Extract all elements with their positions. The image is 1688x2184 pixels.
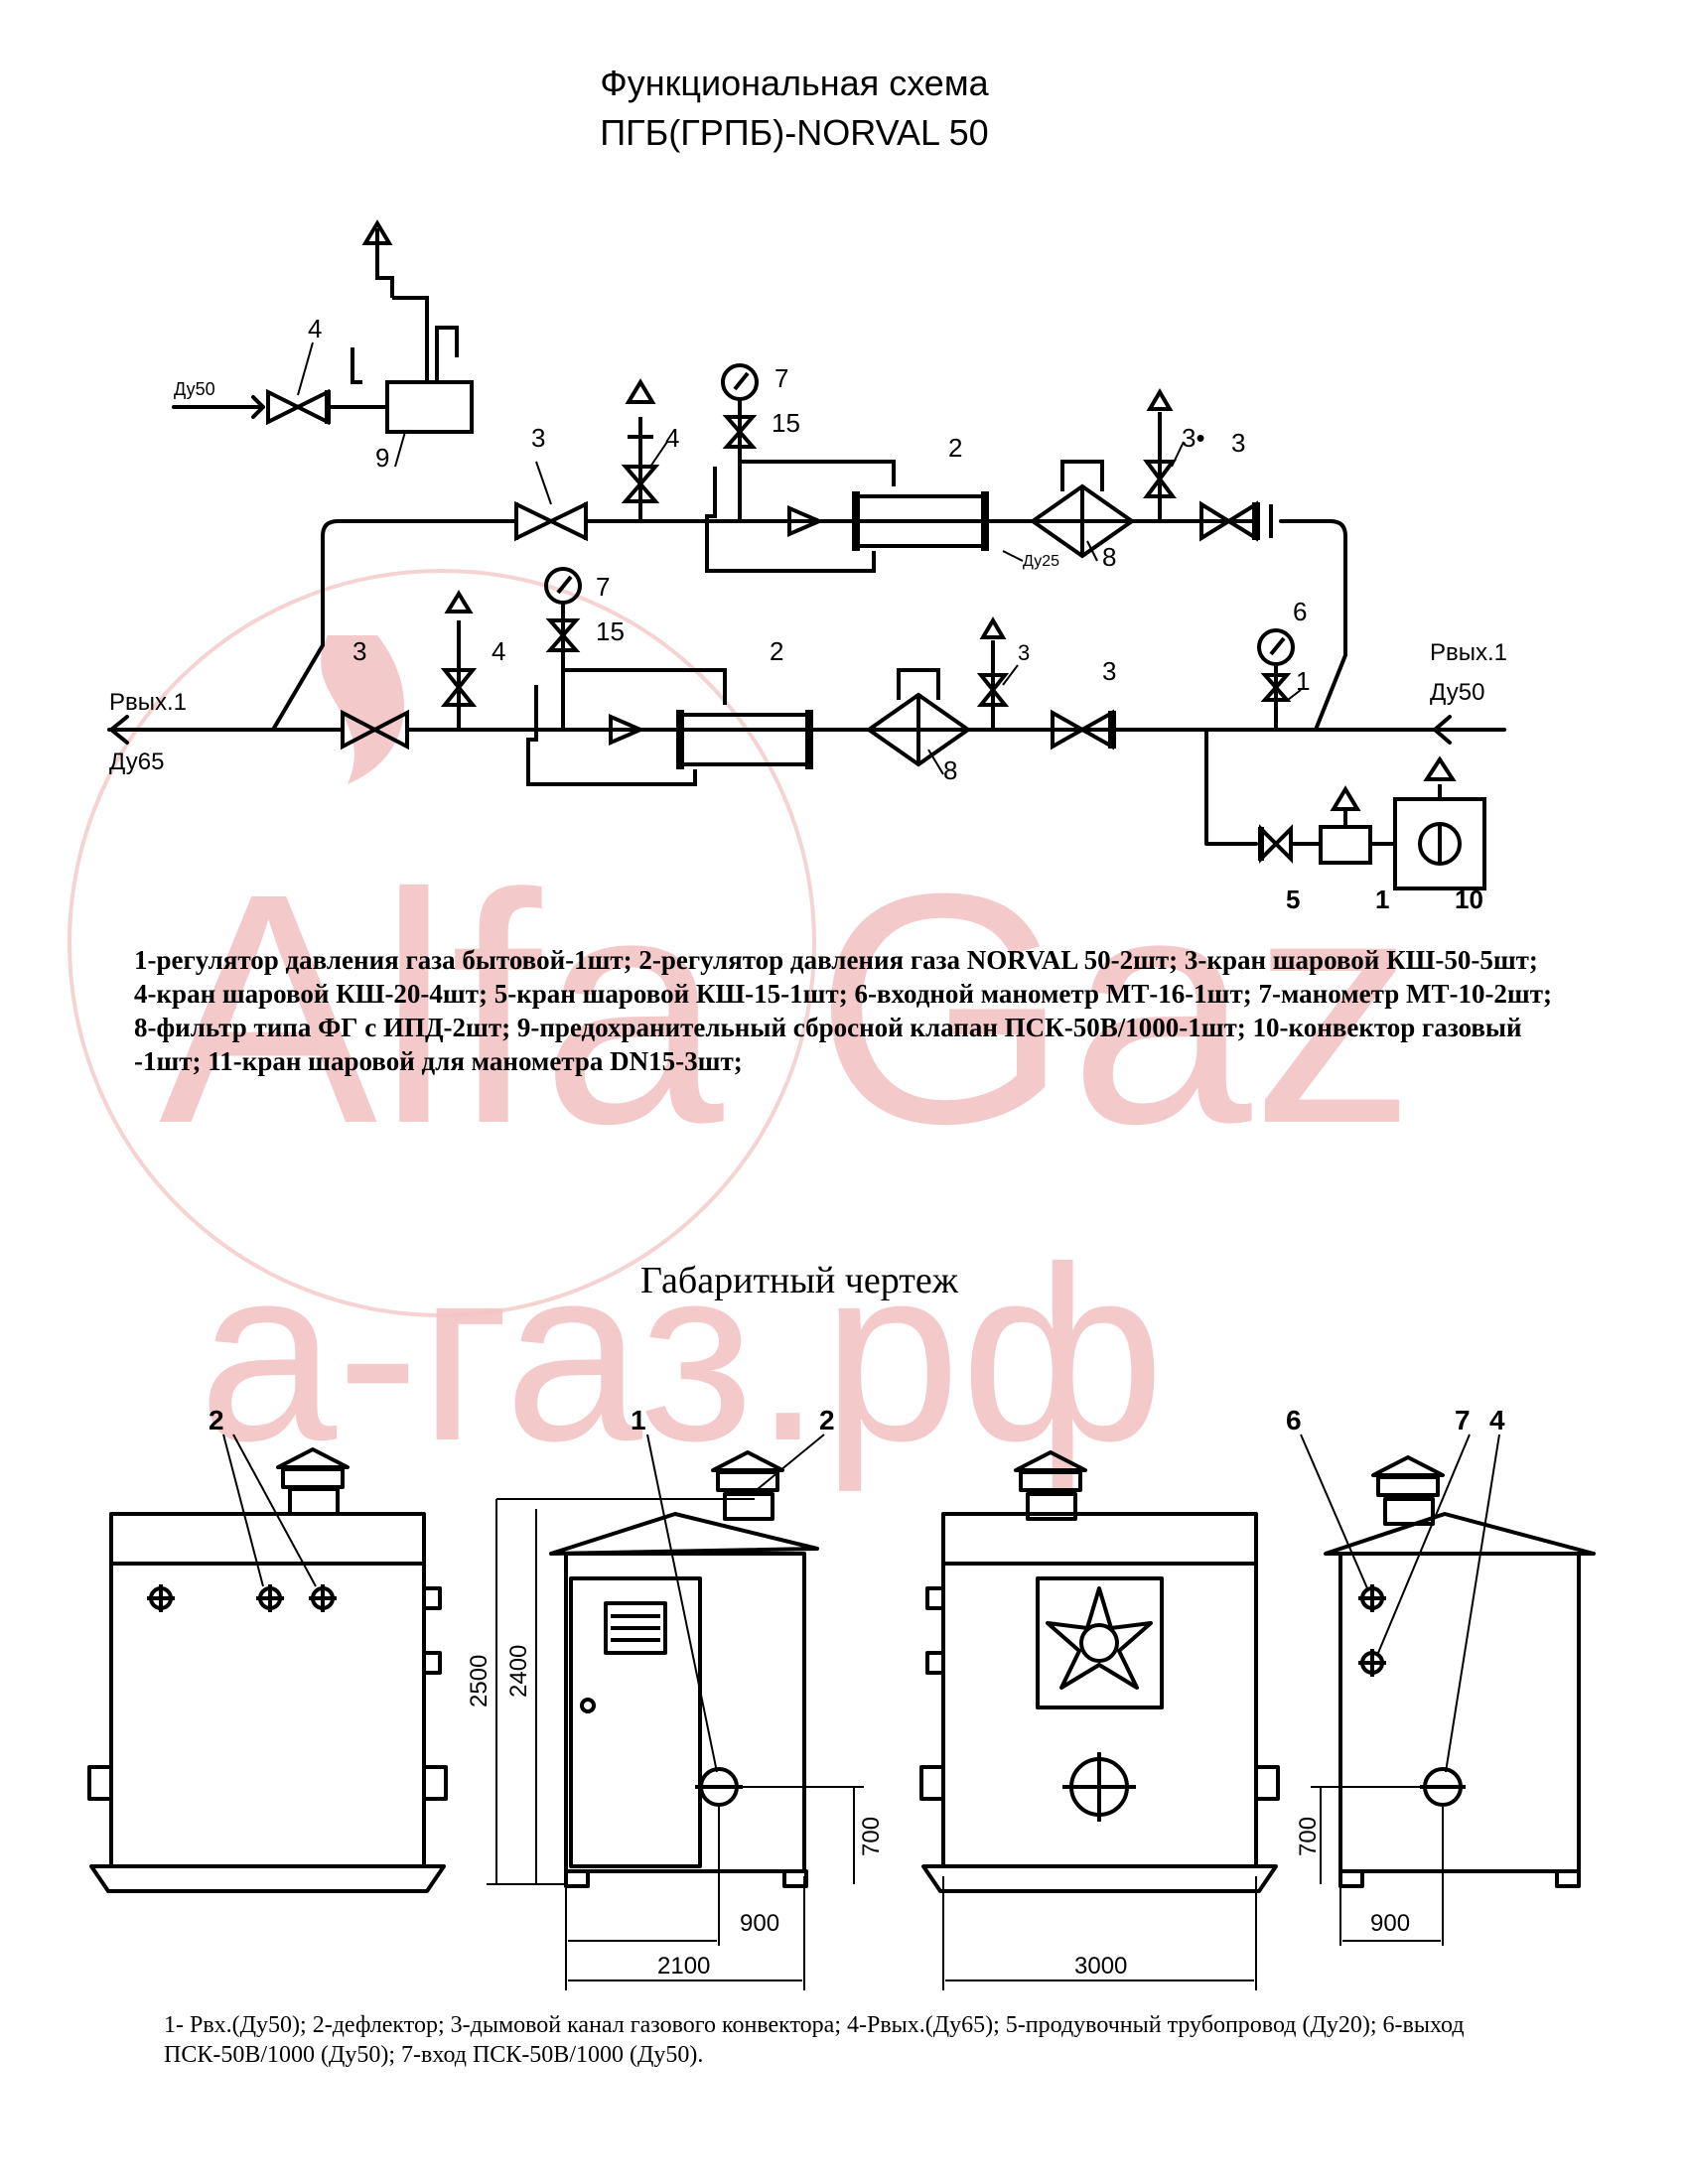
scheme-title-line2: ПГБ(ГРПБ)-NORVAL 50 bbox=[600, 112, 989, 153]
label-n1-bottom: 1 bbox=[1375, 885, 1389, 914]
watermark-site: а-газ.рф bbox=[199, 1215, 1165, 1492]
drawing-title: Габаритный чертеж bbox=[640, 1260, 958, 1301]
dim-900-a: 900 bbox=[740, 1910, 779, 1937]
callout-1: 1 bbox=[631, 1405, 646, 1435]
label-n3-d: 3 bbox=[1018, 640, 1030, 665]
label-n1-top: 1 bbox=[1296, 666, 1310, 696]
label-n10: 10 bbox=[1455, 885, 1483, 914]
callout-2-b: 2 bbox=[819, 1405, 835, 1435]
dim-700-b: 700 bbox=[1295, 1817, 1322, 1856]
dim-900-b: 900 bbox=[1370, 1910, 1410, 1937]
watermark-brand: Alfa Gaz bbox=[159, 825, 1416, 1191]
label-pin: Рвых.1 bbox=[1430, 639, 1507, 666]
label-du50-in: Ду50 bbox=[174, 379, 215, 399]
label-n2-b: 2 bbox=[770, 636, 783, 666]
label-n8-a: 8 bbox=[1102, 542, 1116, 572]
label-pout: Рвых.1 bbox=[109, 689, 187, 716]
label-pout-du: Ду65 bbox=[109, 749, 164, 775]
callout-7: 7 bbox=[1455, 1405, 1471, 1435]
label-n9: 9 bbox=[375, 443, 389, 473]
scheme-legend: 1-регулятор давления газа бытовой-1шт; 2… bbox=[134, 945, 1552, 1076]
label-pin-du: Ду50 bbox=[1430, 679, 1484, 706]
dim-3000: 3000 bbox=[1074, 1953, 1127, 1979]
label-n7-b: 7 bbox=[596, 572, 610, 602]
dimensional-drawing: 2 1 2 6 7 4 2500 2400 700 700 900 900 21… bbox=[87, 1405, 1596, 1990]
functional-scheme: Ду50 Ду25 Рвых.1 Ду65 Рвых.1 Ду50 4 9 3 … bbox=[107, 219, 1507, 914]
label-n5: 5 bbox=[1286, 885, 1300, 914]
label-n4-b: 4 bbox=[492, 636, 505, 666]
label-n2-a: 2 bbox=[948, 433, 962, 463]
label-du25: Ду25 bbox=[1023, 553, 1059, 570]
label-n8-b: 8 bbox=[943, 755, 957, 785]
label-n7-a: 7 bbox=[774, 363, 788, 393]
label-n3-b: 3 bbox=[1231, 428, 1245, 458]
dim-2500: 2500 bbox=[466, 1655, 492, 1707]
callout-4: 4 bbox=[1489, 1405, 1505, 1435]
drawing-legend: 1- Рвх.(Ду50); 2-дефлектор; 3-дымовой ка… bbox=[164, 2012, 1465, 2068]
label-n4-psk: 4 bbox=[308, 314, 322, 343]
dim-2400: 2400 bbox=[505, 1645, 532, 1698]
label-n6: 6 bbox=[1293, 597, 1307, 626]
dim-700-a: 700 bbox=[858, 1817, 885, 1856]
label-n3-c: 3 bbox=[352, 636, 366, 666]
dim-2100: 2100 bbox=[657, 1953, 710, 1979]
label-n3dot: 3• bbox=[1182, 423, 1205, 453]
label-n3-e: 3 bbox=[1102, 656, 1116, 686]
label-n4-a: 4 bbox=[665, 423, 679, 453]
label-n3-a: 3 bbox=[531, 423, 545, 453]
label-n15-a: 15 bbox=[772, 408, 800, 438]
callout-2-a: 2 bbox=[209, 1405, 224, 1435]
scheme-title-line1: Функциональная схема bbox=[600, 63, 989, 103]
callout-6: 6 bbox=[1286, 1405, 1302, 1435]
label-n15-b: 15 bbox=[596, 616, 625, 646]
